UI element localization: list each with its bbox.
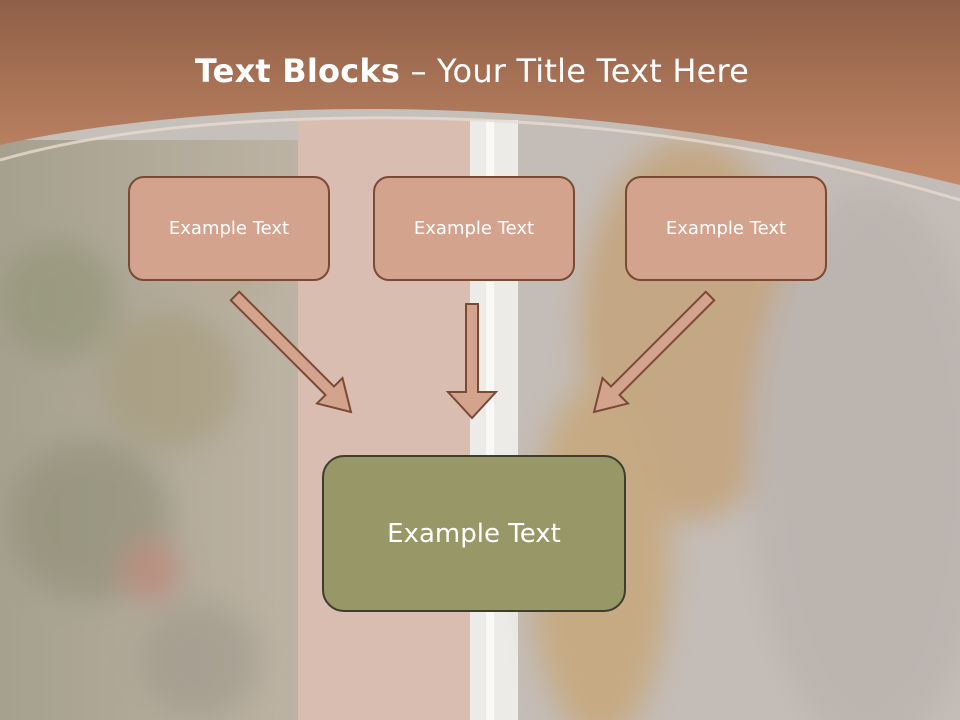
top-box-3: Example Text: [625, 176, 827, 281]
title-bold: Text Blocks: [194, 52, 401, 90]
top-box-1-label: Example Text: [168, 218, 290, 239]
top-box-2: Example Text: [373, 176, 575, 281]
slide-title: Text Blocks – Your Title Text Here: [0, 52, 944, 90]
bottom-box-label: Example Text: [387, 518, 561, 549]
title-rest: – Your Title Text Here: [400, 52, 750, 90]
bottom-box: Example Text: [322, 455, 626, 612]
top-box-1: Example Text: [128, 176, 330, 281]
top-box-3-label: Example Text: [665, 218, 787, 239]
top-box-2-label: Example Text: [413, 218, 535, 239]
